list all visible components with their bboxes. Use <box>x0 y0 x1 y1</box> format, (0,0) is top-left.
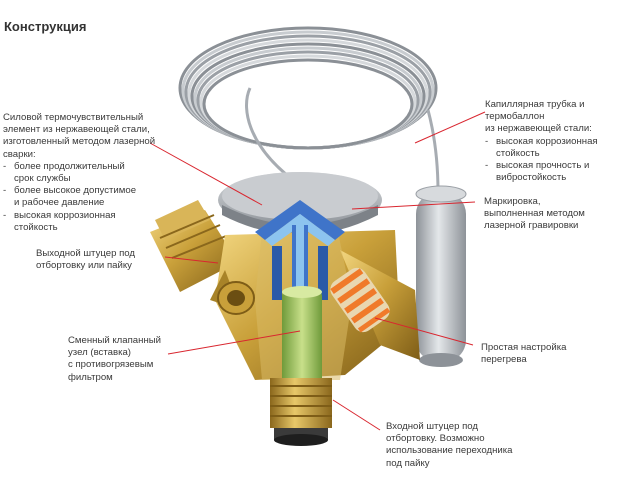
label-cartridge: Сменный клапанный узел (вставка) с проти… <box>68 335 168 384</box>
label-capillary-bullet: высокая прочность и вибростойкость <box>485 160 601 184</box>
leader-superheat <box>374 317 474 346</box>
label-capillary-line: Капиллярная трубка и термобаллон <box>485 99 585 123</box>
label-inlet-line: отбортовку. Возможно <box>386 433 485 445</box>
inlet-fitting <box>270 378 332 446</box>
label-superheat: Простая настройка перегрева <box>481 342 591 366</box>
leader-lines <box>149 111 486 431</box>
label-sensor-bullets: более продолжительный срок службы более … <box>3 161 158 234</box>
label-marking-line: Маркировка, <box>484 196 541 207</box>
leader-cartridge <box>167 330 301 355</box>
label-sensor: Силовой термочувствительный элемент из н… <box>3 112 158 234</box>
leader-capillary <box>414 111 486 144</box>
label-outlet: Выходной штуцер под отбортовку или пайку <box>36 248 161 272</box>
label-marking-line: выполненная методом <box>484 208 585 220</box>
label-inlet: Входной штуцер под отбортовку. Возможно … <box>386 421 526 470</box>
label-capillary-line: из нержавеющей стали: <box>485 123 592 135</box>
label-superheat-line: Простая настройка <box>481 342 567 353</box>
page-title: Конструкция <box>4 19 87 34</box>
label-sensor-bullet: высокая коррозионная стойкость <box>3 210 159 234</box>
label-sensor-line: изготовленный методом лазерной <box>3 136 156 148</box>
outlet-fitting <box>150 200 238 292</box>
label-sensor-line: сварки: <box>3 148 36 160</box>
sensing-bulb <box>415 185 467 367</box>
leader-inlet <box>332 399 381 431</box>
leader-outlet <box>164 256 219 264</box>
label-sensor-bullet: более высокое допустимое и рабочее давле… <box>3 185 144 209</box>
leader-marking <box>351 201 476 210</box>
label-cartridge-line: с противогрязевым <box>68 359 154 371</box>
label-cartridge-line: узел (вставка) <box>68 347 132 359</box>
label-sensor-bullet: более продолжительный срок службы <box>3 161 132 185</box>
label-capillary-bullet: высокая коррозионная стойкость <box>485 136 637 160</box>
label-marking: Маркировка, выполненная методом лазерной… <box>484 196 604 233</box>
superheat-spring <box>330 267 391 333</box>
label-outlet-line: отбортовку или пайку <box>36 260 132 272</box>
label-capillary-bullets: высокая коррозионная стойкость высокая п… <box>485 136 637 185</box>
label-superheat-line: перегрева <box>481 354 527 366</box>
label-cartridge-line: Сменный клапанный <box>68 335 161 346</box>
label-marking-line: лазерной гравировки <box>484 220 579 232</box>
label-cartridge-line: фильтром <box>68 371 113 383</box>
label-inlet-line: Входной штуцер под <box>386 421 478 432</box>
label-sensor-line: Силовой термочувствительный <box>3 112 144 123</box>
label-inlet-line: использование переходника <box>386 445 513 457</box>
capillary-coil <box>178 26 440 193</box>
label-sensor-line: элемент из нержавеющей стали, <box>3 124 150 136</box>
label-outlet-line: Выходной штуцер под <box>36 248 136 259</box>
label-inlet-line: под пайку <box>386 457 430 469</box>
label-capillary: Капиллярная трубка и термобаллон из нерж… <box>485 99 637 184</box>
leader-sensor <box>149 142 263 206</box>
